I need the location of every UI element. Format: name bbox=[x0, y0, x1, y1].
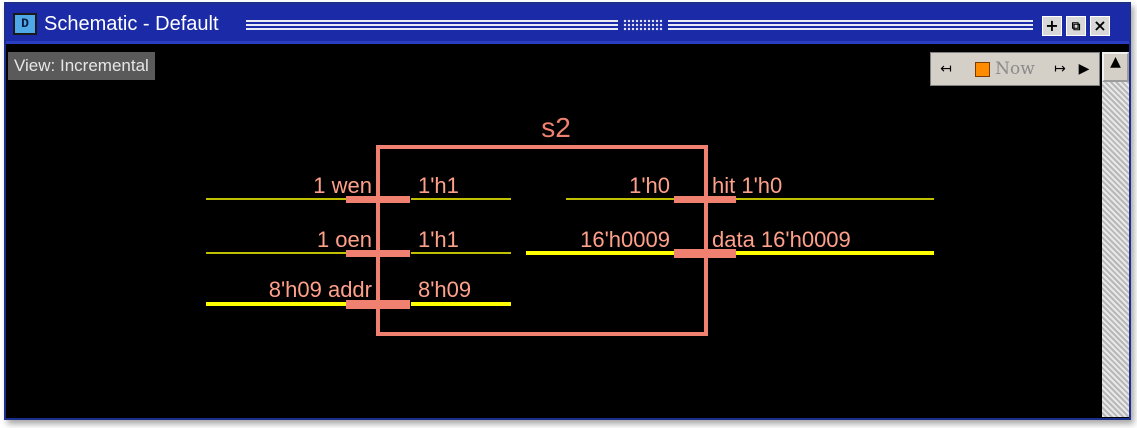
play-arrow-icon[interactable]: ▶ bbox=[1078, 61, 1090, 77]
instance-block[interactable] bbox=[376, 145, 708, 336]
schematic-canvas bbox=[206, 145, 934, 336]
drag-handle-icon[interactable] bbox=[623, 19, 663, 31]
title-bar[interactable]: D Schematic - Default + ⧉ × bbox=[6, 4, 1129, 44]
title-grip-left bbox=[246, 20, 618, 32]
port-data[interactable] bbox=[674, 249, 736, 258]
port-wen[interactable] bbox=[346, 196, 410, 203]
restore-icon[interactable]: ⧉ bbox=[1066, 16, 1086, 36]
now-label: Now bbox=[995, 59, 1035, 79]
instance-name: s2 bbox=[541, 112, 571, 143]
input-addr-value: 8'h09 bbox=[418, 277, 472, 302]
vertical-scrollbar[interactable]: ▲ bbox=[1102, 52, 1129, 417]
goto-previous-icon[interactable]: ↤ bbox=[940, 61, 952, 77]
output-hit-value: 1'h0 bbox=[629, 173, 670, 198]
time-navigation-toolbar: ↤ Now ↦ ▶ bbox=[930, 52, 1100, 86]
goto-next-icon[interactable]: ↦ bbox=[1054, 61, 1066, 77]
window-title: Schematic - Default bbox=[44, 13, 219, 35]
scroll-up-arrow-icon[interactable]: ▲ bbox=[1102, 52, 1129, 82]
title-grip-right bbox=[668, 20, 1033, 32]
input-oen-value: 1'h1 bbox=[418, 227, 459, 252]
view-mode-label: View: Incremental bbox=[8, 52, 155, 80]
port-oen[interactable] bbox=[346, 250, 410, 257]
port-hit[interactable] bbox=[674, 196, 736, 203]
output-data-value: 16'h0009 bbox=[580, 227, 670, 252]
input-oen-label: 1 oen bbox=[316, 227, 372, 252]
now-button[interactable]: Now bbox=[963, 56, 1047, 82]
schematic-window: D Schematic - Default + ⧉ × View: Increm… bbox=[4, 2, 1131, 420]
output-data-label: data 16'h0009 bbox=[712, 227, 851, 252]
input-wen-label: 1 wen bbox=[313, 173, 372, 198]
input-addr-label: 8'h09 addr bbox=[268, 277, 372, 302]
schematic-app-icon[interactable]: D bbox=[13, 13, 37, 35]
port-addr[interactable] bbox=[346, 300, 410, 309]
output-hit-label: hit 1'h0 bbox=[712, 173, 783, 198]
close-icon[interactable]: × bbox=[1090, 16, 1110, 36]
now-marker-icon bbox=[975, 61, 991, 77]
maximize-icon[interactable]: + bbox=[1042, 16, 1062, 36]
input-wen-value: 1'h1 bbox=[418, 173, 459, 198]
